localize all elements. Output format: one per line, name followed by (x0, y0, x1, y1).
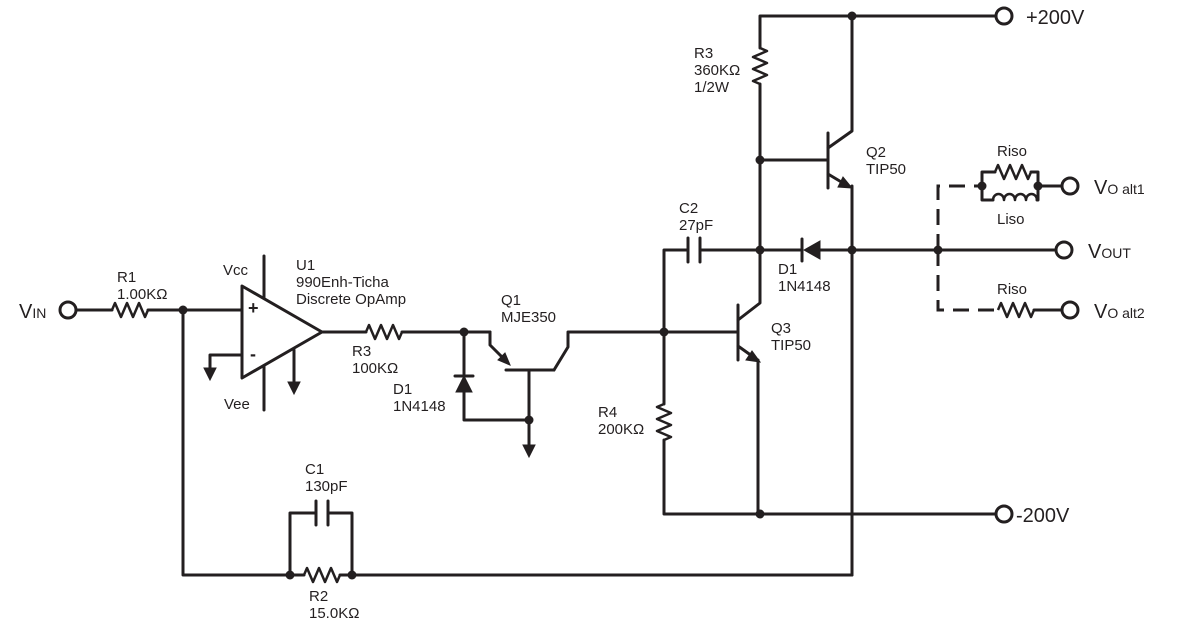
r3-in-ref: R3 (352, 343, 371, 360)
d1-out-diode (800, 237, 821, 263)
d1-out-value: 1N4148 (778, 278, 831, 295)
r4-ref: R4 (598, 404, 617, 421)
r3-in-value: 100KΩ (352, 360, 398, 377)
q3-transistor (736, 248, 762, 516)
r2-value: 15.0KΩ (309, 605, 359, 622)
vin-terminal[interactable] (58, 300, 78, 320)
vee-label: Vee (224, 396, 250, 413)
r3-top-value: 360KΩ (694, 62, 740, 79)
vout-label: VOUT (1088, 241, 1131, 263)
u1-opamp (240, 254, 324, 412)
r3-top-power: 1/2W (694, 79, 730, 96)
ground-symbol (522, 444, 536, 459)
vin-label: VIN (19, 301, 46, 323)
r3-top-ref: R3 (694, 45, 713, 62)
r3-top-resistor (751, 46, 769, 86)
opamp-plus: + (248, 298, 259, 318)
c1-ref: C1 (305, 461, 324, 478)
r1-resistor (110, 301, 150, 319)
vminus-label: -200V (1016, 505, 1070, 527)
r4-value: 200KΩ (598, 421, 644, 438)
vo-alt1-terminal[interactable] (1060, 176, 1080, 196)
c2-value: 27pF (679, 217, 713, 234)
vminus-terminal[interactable] (994, 504, 1014, 524)
vo-alt2-label: VO alt2 (1094, 301, 1145, 323)
riso2-resistor (996, 301, 1036, 319)
vo-alt2-terminal[interactable] (1060, 300, 1080, 320)
junction-dot (347, 570, 357, 580)
u1-ref: U1 (296, 257, 315, 274)
r1-value: 1.00KΩ (117, 286, 167, 303)
u1-line2: Discrete OpAmp (296, 291, 406, 308)
r3-in-resistor (364, 323, 404, 341)
vcc-label: Vcc (223, 262, 249, 279)
ground-symbol (203, 367, 217, 382)
q3-ref: Q3 (771, 320, 791, 337)
d1-in-value: 1N4148 (393, 398, 446, 415)
vo-alt1-label: VO alt1 (1094, 177, 1145, 199)
vplus-terminal[interactable] (994, 6, 1014, 26)
riso1-resistor (993, 163, 1033, 181)
junction-dot (847, 245, 857, 255)
q1-ref: Q1 (501, 292, 521, 309)
r2-ref: R2 (309, 588, 328, 605)
liso-inductor (991, 192, 1039, 202)
c2-ref: C2 (679, 200, 698, 217)
vplus-label: +200V (1026, 7, 1085, 29)
liso-ref: Liso (997, 211, 1025, 228)
q3-value: TIP50 (771, 337, 811, 354)
q2-value: TIP50 (866, 161, 906, 178)
r4-resistor (655, 402, 673, 442)
r1-ref: R1 (117, 269, 136, 286)
q1-transistor (488, 330, 666, 422)
c1-capacitor (314, 499, 330, 527)
d1-out-ref: D1 (778, 261, 797, 278)
vout-terminal[interactable] (1054, 240, 1074, 260)
c2-capacitor (686, 236, 702, 264)
c1-value: 130pF (305, 478, 348, 495)
ground-symbol (287, 381, 301, 396)
q2-ref: Q2 (866, 144, 886, 161)
d1-in-ref: D1 (393, 381, 412, 398)
u1-line1: 990Enh-Ticha (296, 274, 389, 291)
opamp-minus: - (250, 344, 256, 364)
q1-value: MJE350 (501, 309, 556, 326)
q2-transistor (826, 14, 854, 577)
riso2-ref: Riso (997, 281, 1027, 298)
junction-dot (524, 415, 534, 425)
r2-resistor (302, 566, 342, 584)
d1-in-diode (453, 330, 531, 422)
riso1-ref: Riso (997, 143, 1027, 160)
